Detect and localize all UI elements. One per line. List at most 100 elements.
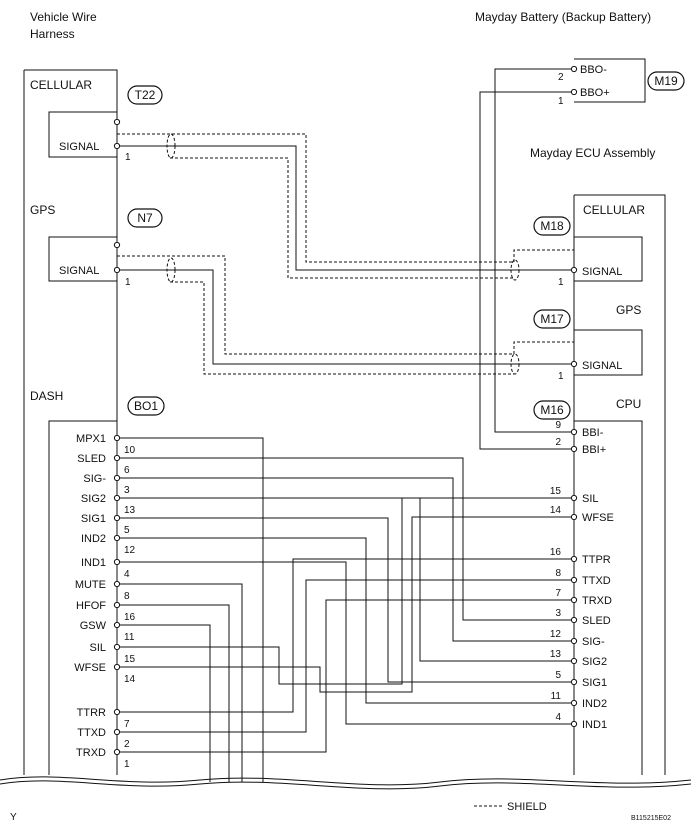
ecu-outline: [573, 194, 666, 775]
dash-pin-label: SIG-: [83, 473, 106, 485]
left-dash-label: DASH: [30, 389, 63, 403]
cpu-pin-number: 15: [550, 486, 562, 497]
pin-t22-shield: [113, 118, 121, 126]
cpu-pin-dot: [570, 555, 578, 563]
cellular-shield-upper: [117, 133, 574, 263]
right-gps-signal-label: SIGNAL: [582, 360, 622, 372]
dash-pin-dot: [113, 728, 121, 736]
wire-trxd: [117, 599, 574, 753]
dash-pin-label: MUTE: [75, 579, 106, 591]
wire-wfse: [117, 516, 574, 693]
right-cpu-label: CPU: [616, 397, 641, 411]
dash-pin-label: SIL: [89, 642, 106, 654]
connector-tag-t22: T22: [127, 85, 163, 105]
battery-box: [574, 58, 646, 103]
dash-pin-dot: [113, 643, 121, 651]
cpu-pin-number: 2: [555, 437, 561, 448]
dash-pin-label: IND1: [81, 557, 106, 569]
left-gps-box: [48, 236, 117, 282]
cpu-pin-dot: [570, 576, 578, 584]
dash-pin-dot: [113, 748, 121, 756]
dash-pin-dot: [113, 494, 121, 502]
dash-pin-number: 6: [124, 465, 130, 476]
svg-text:M17: M17: [540, 312, 564, 326]
pin-t22-signal: [113, 142, 121, 150]
wire-mute: [117, 583, 243, 782]
dash-pin-number: 3: [124, 485, 130, 496]
svg-text:M16: M16: [540, 403, 564, 417]
cpu-pin-dot: [570, 428, 578, 436]
pin-m19-bbo-minus: [570, 65, 578, 73]
cellular-shield-ferrule-right: [510, 259, 520, 281]
battery-pin-bbo-plus-number: 1: [558, 96, 564, 107]
cpu-pin-label: SIG1: [582, 677, 607, 689]
wire-sled: [117, 457, 574, 621]
left-cellular-box: [48, 111, 117, 158]
svg-text:M18: M18: [540, 219, 564, 233]
dash-pin-number: 11: [124, 632, 135, 643]
dash-pin-number: 10: [124, 445, 136, 456]
cpu-pin-dot: [570, 637, 578, 645]
dash-pin-number: 15: [124, 654, 136, 665]
break-line-bottom: [0, 780, 691, 790]
pin-m17-signal: [570, 360, 578, 368]
wire-hfof: [117, 604, 230, 782]
battery-pin-bbo-minus-number: 2: [558, 72, 564, 83]
dash-pin-number: 5: [124, 525, 130, 536]
dash-pin-label: TTXD: [77, 727, 106, 739]
pin-n7-shield: [113, 241, 121, 249]
cpu-pin-label: BBI-: [582, 427, 604, 439]
svg-text:N7: N7: [137, 211, 153, 225]
dash-pin-label: SLED: [77, 453, 106, 465]
dash-pin-number: 4: [124, 569, 130, 580]
dash-pin-number: 8: [124, 591, 130, 602]
cpu-pin-dot: [570, 678, 578, 686]
left-dash-box: [48, 420, 117, 775]
dash-pin-number: 14: [124, 674, 136, 685]
right-gps-label: GPS: [616, 303, 641, 317]
left-gps-pin-number: 1: [125, 277, 131, 288]
dash-pin-dot: [113, 601, 121, 609]
wire-gsw: [117, 624, 211, 782]
wire-ind1: [117, 561, 574, 725]
dash-pin-label: WFSE: [74, 662, 106, 674]
cpu-pin-dot: [570, 657, 578, 665]
cpu-pin-dot: [570, 445, 578, 453]
corner-mark: Y: [10, 812, 17, 823]
cpu-pin-number: 5: [555, 670, 561, 681]
right-gps-box: [574, 329, 643, 376]
connector-tag-m17: M17: [533, 309, 571, 329]
wire-sil: [117, 497, 574, 685]
right-cpu-box: [574, 420, 643, 775]
bbo-plus-wire: [479, 91, 574, 450]
battery-pin-bbo-minus-label: BBO-: [580, 64, 607, 76]
dash-pin-label: HFOF: [76, 600, 106, 612]
cpu-pin-number: 7: [555, 588, 561, 599]
cpu-pin-label: SIG2: [582, 656, 607, 668]
right-cellular-pin-number: 1: [558, 277, 564, 288]
battery-pin-bbo-plus-label: BBO+: [580, 87, 610, 99]
harness-title-line2: Harness: [30, 27, 75, 41]
bbo-minus-wire: [494, 68, 574, 433]
pin-m18-signal: [570, 266, 578, 274]
cpu-pin-number: 9: [555, 420, 561, 431]
harness-title-line1: Vehicle Wire: [30, 10, 97, 24]
connector-tag-n7: N7: [127, 208, 163, 228]
connector-tag-m18: M18: [533, 216, 571, 236]
cpu-pin-dot: [570, 596, 578, 604]
svg-text:T22: T22: [135, 88, 156, 102]
cpu-pin-label: SIG-: [582, 636, 605, 648]
dash-pin-dot: [113, 708, 121, 716]
cellular-signal-wire: [117, 145, 574, 271]
cpu-pin-number: 3: [555, 608, 561, 619]
cpu-pin-label: IND1: [582, 719, 607, 731]
cpu-pin-dot: [570, 513, 578, 521]
left-gps-label: GPS: [30, 203, 55, 217]
pin-n7-signal: [113, 266, 121, 274]
cpu-pin-number: 11: [551, 691, 562, 702]
connector-tag-m16: M16: [533, 400, 571, 420]
gps-signal-wire: [117, 269, 574, 365]
wire-ttxd: [117, 579, 574, 733]
gps-shield-ferrule-right: [510, 353, 520, 375]
dash-pin-dot: [113, 474, 121, 482]
